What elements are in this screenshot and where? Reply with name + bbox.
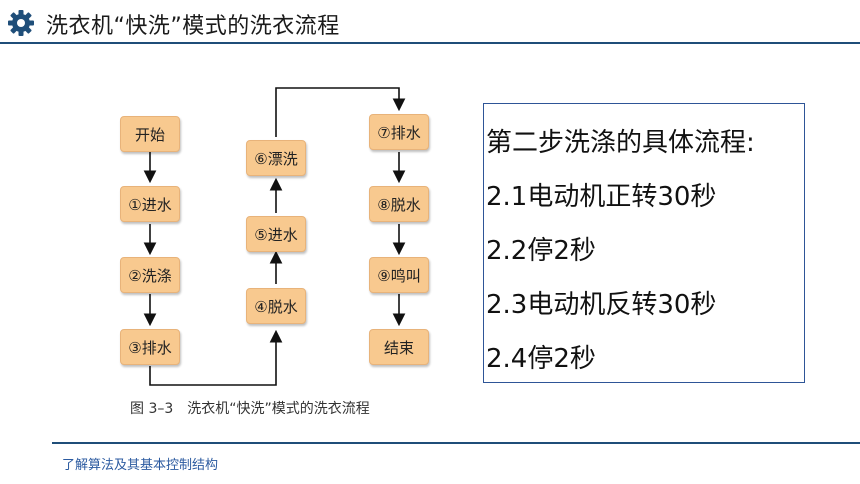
flow-arrows bbox=[143, 87, 406, 386]
steps-panel: 第二步洗涤的具体流程: 2.1电动机正转30秒 2.2停2秒 2.3电动机反转3… bbox=[483, 103, 805, 383]
flow-box-spin-2: ⑧脱水 bbox=[369, 186, 429, 222]
flow-box-spin: ④脱水 bbox=[246, 288, 306, 324]
footer-divider bbox=[52, 442, 860, 444]
step-item: 2.3电动机反转30秒 bbox=[486, 290, 717, 320]
footer-text: 了解算法及其基本控制结构 bbox=[62, 458, 219, 473]
flow-box-drain-2: ⑦排水 bbox=[369, 114, 429, 150]
flow-box-start: 开始 bbox=[120, 116, 180, 152]
flowchart: 开始 ①进水 ②洗涤 ③排水 ⑥漂洗 ⑤进水 ④脱水 ⑦排水 ⑧脱水 ⑨鸣叫 结… bbox=[100, 80, 460, 430]
flow-box-water-in: ①进水 bbox=[120, 186, 180, 222]
flow-box-drain: ③排水 bbox=[120, 329, 180, 365]
flow-box-wash: ②洗涤 bbox=[120, 257, 180, 293]
step-item: 2.2停2秒 bbox=[486, 236, 596, 266]
gear-icon bbox=[8, 10, 34, 36]
flow-box-beep: ⑨鸣叫 bbox=[369, 257, 429, 293]
page-title: 洗衣机“快洗”模式的洗衣流程 bbox=[46, 14, 340, 39]
header: 洗衣机“快洗”模式的洗衣流程 bbox=[0, 0, 860, 46]
header-divider bbox=[0, 42, 860, 44]
figure-caption: 图 3–3 洗衣机“快洗”模式的洗衣流程 bbox=[130, 401, 370, 417]
steps-heading: 第二步洗涤的具体流程: bbox=[486, 128, 755, 158]
flow-box-rinse: ⑥漂洗 bbox=[246, 140, 306, 176]
step-item: 2.1电动机正转30秒 bbox=[486, 182, 717, 212]
flow-box-water-in-2: ⑤进水 bbox=[246, 216, 306, 252]
flow-box-end: 结束 bbox=[369, 329, 429, 365]
step-item: 2.4停2秒 bbox=[486, 344, 596, 374]
